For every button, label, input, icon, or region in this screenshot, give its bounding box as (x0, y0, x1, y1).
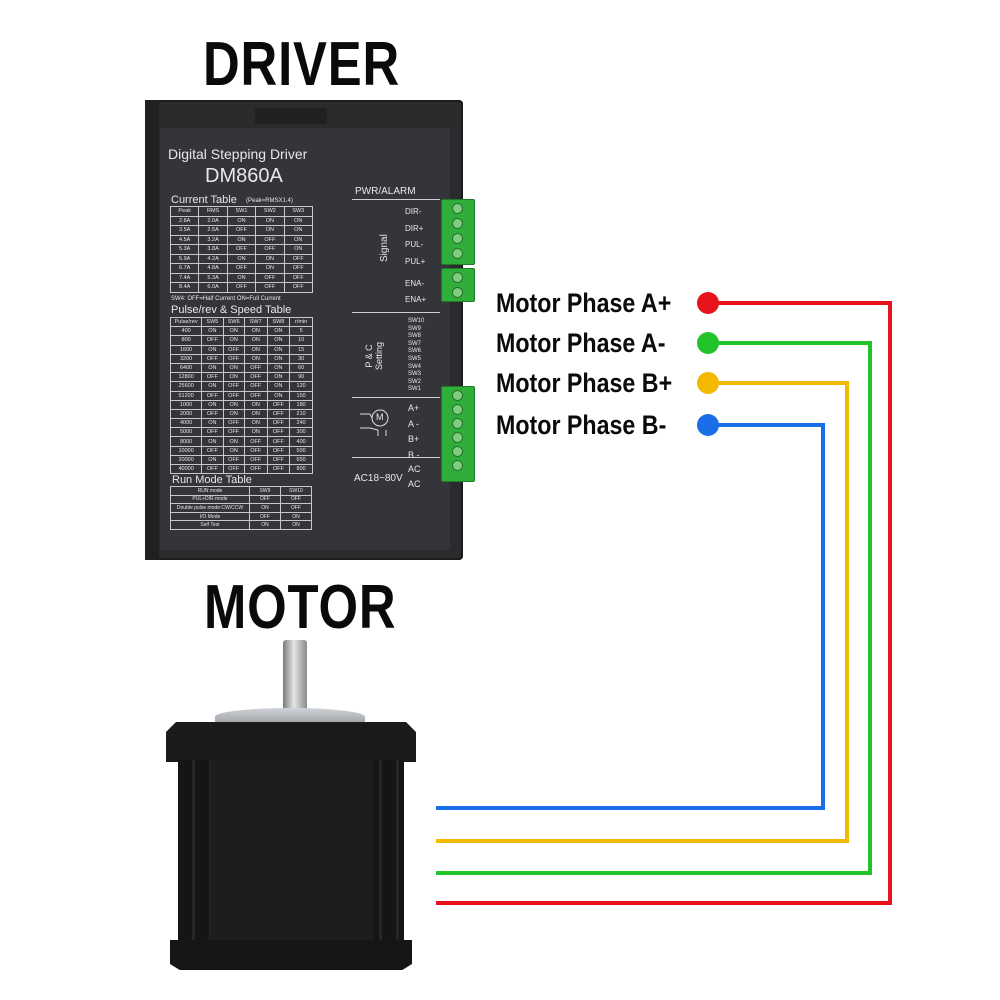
signal-pin-label: PUL- (405, 240, 424, 249)
switch-label: SW3 (408, 371, 422, 378)
signal-pin-label: DIR- (405, 207, 422, 216)
switch-label: SW5 (408, 356, 422, 362)
terminal-screw (452, 460, 463, 471)
motor-symbol-letter: M (376, 412, 384, 422)
divider (352, 457, 440, 458)
switch-label: SW2 (408, 378, 422, 385)
terminal-screw (452, 248, 463, 259)
switch-label: SW1 (408, 386, 422, 393)
terminal-screw (452, 233, 463, 244)
divider (352, 397, 440, 398)
terminal-screw (452, 218, 463, 229)
terminal-screw (452, 390, 463, 401)
table-row-cell: OFF (222, 463, 245, 475)
wire-phase-a-plus (436, 301, 892, 905)
motor-rear-flange (170, 940, 412, 970)
sw4-note: SW4: OFF=Half Current ON=Full Current (171, 296, 281, 302)
terminal-screw (452, 432, 463, 443)
current-table-note: (Peak=RMSX1.4) (246, 198, 293, 204)
divider (352, 199, 440, 200)
phase-dot-a-minus (697, 332, 719, 354)
phase-label-b-minus: Motor Phase B- (496, 410, 667, 440)
terminal-screw (452, 418, 463, 429)
motor-pin-label: A+ (408, 403, 420, 413)
table-row-cell: ON (279, 520, 313, 530)
driver-mount-flange (145, 100, 159, 560)
pulse-table-title: Pulse/rev & Speed Table (171, 304, 292, 316)
motor-body-face (210, 760, 374, 955)
signal-pin-label: ENA- (405, 279, 425, 288)
current-table-title: Current Table (171, 194, 237, 206)
table-row-cell: OFF (243, 463, 268, 475)
switch-label: SW4 (408, 363, 422, 370)
switch-label: SW10 (408, 318, 425, 324)
terminal-screw (452, 404, 463, 415)
phase-label-a-plus: Motor Phase A+ (496, 288, 672, 318)
switch-label: SW7 (408, 340, 422, 347)
wire-phase-a-minus (436, 341, 872, 875)
switch-label: SW8 (408, 333, 422, 340)
phase-dot-b-minus (697, 414, 719, 436)
motor-title: MOTOR (204, 573, 397, 642)
phase-dot-b-plus (697, 372, 719, 394)
switch-label: SW9 (408, 325, 422, 332)
motor-wiring-symbol: M (356, 400, 396, 450)
driver-title: DRIVER (203, 30, 401, 99)
motor-pin-label: B+ (408, 434, 420, 444)
terminal-screw (452, 203, 463, 214)
pwr-alarm-label: PWR/ALARM (355, 186, 416, 197)
terminal-screw (452, 272, 463, 283)
power-pin-label: AC (408, 479, 421, 489)
driver-header: Digital Stepping Driver (168, 146, 308, 162)
power-label: AC18~80V (354, 473, 403, 484)
wire-phase-b-plus (436, 381, 849, 843)
table-row-cell: OFF (283, 282, 314, 293)
terminal-screw (452, 446, 463, 457)
divider (352, 312, 440, 313)
signal-pin-label: PUL+ (405, 257, 426, 266)
signal-pin-label: ENA+ (405, 295, 427, 304)
switch-label: SW6 (408, 348, 422, 355)
table-row-cell: 800 (289, 463, 313, 475)
phase-label-a-minus: Motor Phase A- (496, 328, 666, 358)
motor-front-flange (166, 722, 416, 762)
driver-top-tab (255, 108, 327, 124)
terminal-screw (452, 287, 463, 298)
motor-pin-label: B - (408, 449, 420, 460)
signal-pin-label: DIR+ (405, 224, 424, 233)
phase-dot-a-plus (697, 292, 719, 314)
phase-label-b-plus: Motor Phase B+ (496, 368, 673, 398)
driver-model: DM860A (205, 165, 283, 187)
run-table-title: Run Mode Table (172, 474, 252, 486)
power-pin-label: AC (408, 464, 421, 474)
wire-phase-b-minus (436, 423, 825, 810)
motor-pin-label: A - (408, 418, 420, 429)
